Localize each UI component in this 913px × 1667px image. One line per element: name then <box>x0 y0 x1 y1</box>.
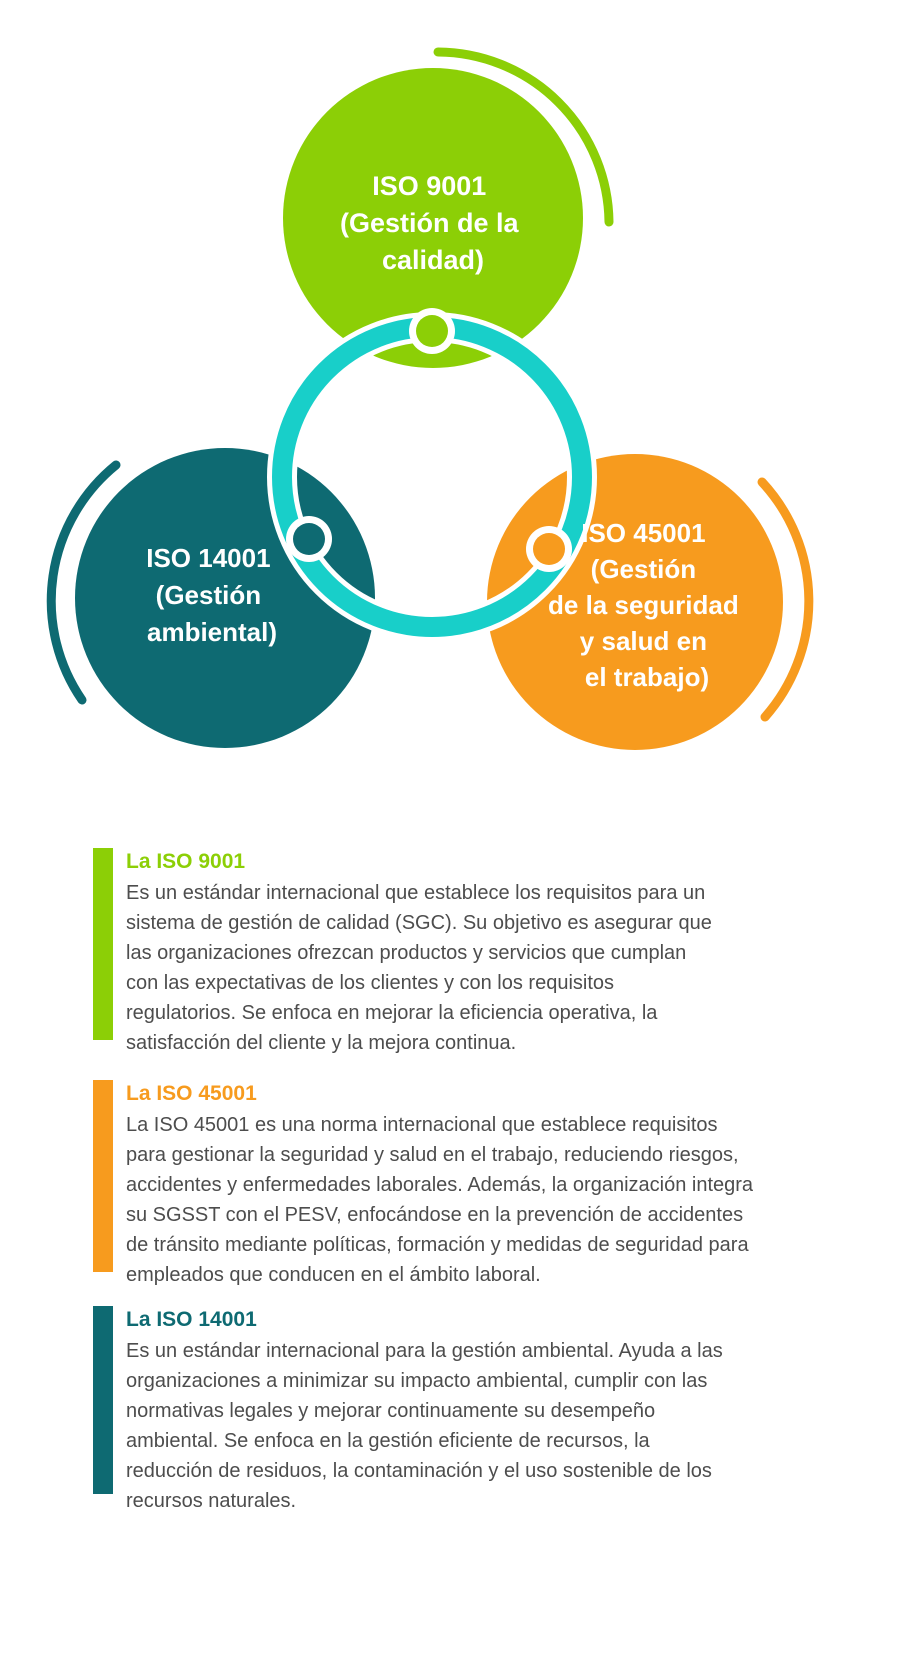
connecting-ring <box>267 312 597 642</box>
connector-dot-orange <box>533 533 565 565</box>
section-title: La ISO 14001 <box>126 1308 257 1331</box>
section-iso45001: La ISO 45001 La ISO 45001 es una norma i… <box>93 1080 853 1286</box>
iso14001-arc <box>46 460 121 705</box>
section-iso14001: La ISO 14001 Es un estándar internaciona… <box>93 1306 853 1512</box>
connector-dot-green <box>416 315 448 347</box>
connector-dot-teal <box>293 523 325 555</box>
section-title: La ISO 9001 <box>126 850 246 873</box>
ring-connectors <box>286 308 572 572</box>
section-body: La ISO 45001 es una norma internacional … <box>126 1114 754 1286</box>
iso45001-arc <box>757 477 814 722</box>
section-body: Es un estándar internacional que estable… <box>126 882 712 1054</box>
section-iso9001: La ISO 9001 Es un estándar internacional… <box>93 848 853 1054</box>
iso9001-arc <box>433 47 614 227</box>
section-body: Es un estándar internacional para la ges… <box>126 1340 723 1512</box>
section-accent-bar <box>93 848 113 1040</box>
iso9001-node <box>283 47 614 368</box>
cyan-ring <box>272 317 592 637</box>
iso45001-label: ISO 45001 (Gestión de la seguridad y sal… <box>548 518 746 692</box>
section-accent-bar <box>93 1306 113 1494</box>
section-accent-bar <box>93 1080 113 1272</box>
iso14001-label: ISO 14001 (Gestión ambiental) <box>146 543 278 647</box>
iso9001-circle <box>283 68 583 368</box>
section-title: La ISO 45001 <box>126 1082 257 1105</box>
iso-circles-diagram: ISO 9001 (Gestión de la calidad) ISO 140… <box>46 47 814 750</box>
iso9001-label: ISO 9001 (Gestión de la calidad) <box>340 171 526 275</box>
